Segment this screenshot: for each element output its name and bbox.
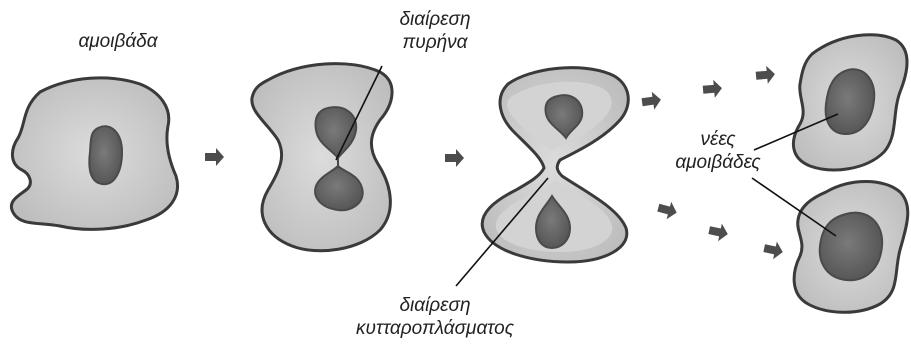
label-amoeba: αμοιβάδα <box>58 30 178 53</box>
arrow-icon <box>641 91 662 111</box>
amoeba-cell-3 <box>482 68 628 262</box>
amoeba-cell-1 <box>11 78 177 229</box>
arrow-icon <box>205 148 224 166</box>
arrow-icon <box>707 221 729 243</box>
label-amoeba-text: αμοιβάδα <box>78 31 157 52</box>
nucleus <box>89 126 122 184</box>
arrow-icon <box>445 149 464 167</box>
label-cytoplasm-division: διαίρεση κυτταροπλάσματος <box>340 294 530 340</box>
amoeba-cell-2 <box>252 64 392 251</box>
arrow-icon <box>702 79 722 99</box>
label-new-amoebae-line1: νέες <box>658 128 778 151</box>
label-nuclear-division-line2: πυρήνα <box>380 31 490 54</box>
cell-membrane <box>252 64 392 251</box>
label-nuclear-division: διαίρεση πυρήνα <box>380 8 490 54</box>
new-amoeba-bottom <box>794 182 908 313</box>
arrow-icon <box>755 65 775 85</box>
arrow-icon <box>762 239 784 261</box>
label-new-amoebae: νέες αμοιβάδες <box>658 128 778 174</box>
label-cytoplasm-division-line1: διαίρεση <box>340 294 530 317</box>
label-cytoplasm-division-line2: κυτταροπλάσματος <box>340 317 530 340</box>
nucleus <box>820 213 882 281</box>
label-new-amoebae-line2: αμοιβάδες <box>658 151 778 174</box>
arrow-icon <box>656 199 679 221</box>
label-nuclear-division-line1: διαίρεση <box>380 8 490 31</box>
new-amoeba-top <box>793 35 907 170</box>
